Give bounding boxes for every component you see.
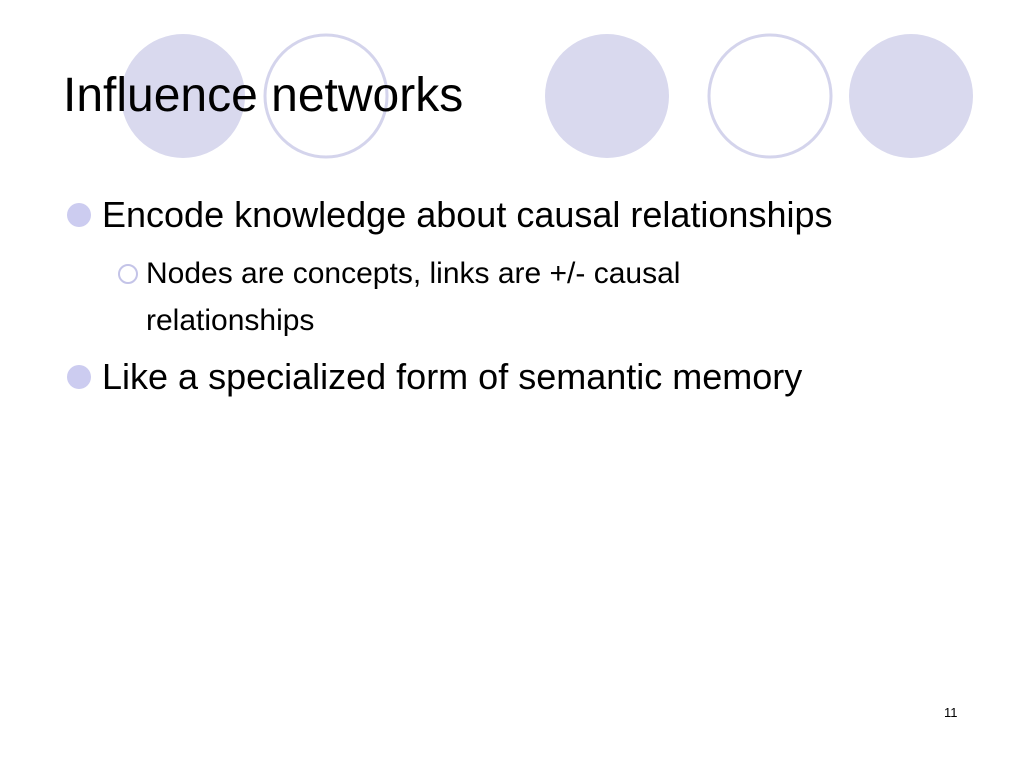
- sub-bullet-list: Nodes are concepts, links are +/- causal…: [102, 250, 862, 344]
- slide-title: Influence networks: [63, 69, 464, 122]
- ring-bullet-icon: [118, 264, 138, 284]
- bullet-text: Encode knowledge about causal relationsh…: [102, 194, 833, 235]
- decorative-circles: [121, 33, 973, 159]
- bullet-item: Like a specialized form of semantic memo…: [62, 350, 862, 404]
- page-number: 11: [944, 705, 958, 720]
- sub-bullet-item: Nodes are concepts, links are +/- causal…: [102, 250, 846, 344]
- outline-circle-2: [707, 33, 833, 159]
- filled-bullet-icon: [67, 203, 91, 227]
- sub-bullet-text: Nodes are concepts, links are +/- causal…: [146, 257, 681, 337]
- outline-circle-1: [263, 33, 389, 159]
- filled-circle-2: [545, 34, 669, 158]
- bullet-text: Like a specialized form of semantic memo…: [102, 356, 803, 397]
- filled-circle-3: [849, 34, 973, 158]
- filled-circle-1: [121, 34, 245, 158]
- filled-bullet-icon: [67, 365, 91, 389]
- bullet-list: Encode knowledge about causal relationsh…: [62, 188, 862, 404]
- bullet-item: Encode knowledge about causal relationsh…: [62, 188, 862, 344]
